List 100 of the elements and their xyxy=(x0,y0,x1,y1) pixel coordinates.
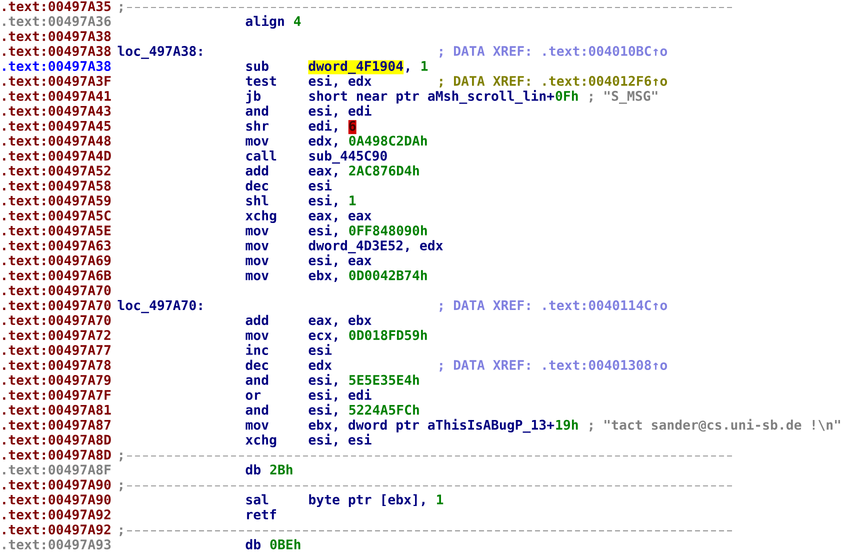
numeric-operand: 2AC876D4h xyxy=(349,165,419,176)
numeric-operand: 0A498C2DAh xyxy=(349,135,427,146)
address: .text:00497A48 xyxy=(3,136,111,146)
operand: esi, xyxy=(308,194,338,208)
instruction-mnemonic: and xyxy=(246,374,268,385)
numeric-operand: 0D018FD59h xyxy=(349,330,427,340)
address: .text:00497A58 xyxy=(3,180,111,191)
comment-marker: ; xyxy=(120,527,122,536)
numeric-operand: 1 xyxy=(350,196,356,206)
instruction-mnemonic: shr xyxy=(246,120,269,131)
address: .text:00497A70 xyxy=(3,285,111,296)
operand: dword_4D3E52, edx xyxy=(308,240,443,254)
instruction-mnemonic: inc xyxy=(246,344,268,355)
address: .text:00497A36 xyxy=(3,16,111,26)
numeric-operand: 5224A5FCh xyxy=(349,404,419,415)
instruction-mnemonic: retf xyxy=(247,509,276,520)
operand: eax, eax xyxy=(308,212,372,222)
address: .text:00497A59 xyxy=(3,196,111,206)
instruction-mnemonic: mov xyxy=(246,228,269,236)
address: .text:00497A90 xyxy=(3,494,111,505)
address: .text:00497A38 xyxy=(3,61,111,72)
instruction-mnemonic: mov xyxy=(246,242,269,250)
numeric-operand: 0Fh xyxy=(556,90,578,101)
xref-comment: ; DATA XREF: .text:00401308↑o xyxy=(440,360,668,372)
address: .text:00497A69 xyxy=(3,255,111,266)
address: .text:00497A38 xyxy=(3,31,111,42)
instruction-mnemonic: mov xyxy=(246,258,269,266)
address: .text:00497A90 xyxy=(3,480,111,490)
address: .text:00497A77 xyxy=(3,345,110,356)
numeric-operand: 4 xyxy=(294,16,301,26)
address: .text:00497A8F xyxy=(3,464,111,475)
instruction-mnemonic: mov xyxy=(246,332,269,340)
numeric-operand: 5E5E35E4h xyxy=(349,374,419,385)
address: .text:00497A5E xyxy=(3,226,111,236)
address: .text:00497A43 xyxy=(3,106,111,116)
instruction-mnemonic: or xyxy=(246,392,261,400)
numeric-operand: 0FF848090h xyxy=(349,225,427,236)
instruction-mnemonic: call xyxy=(246,150,276,161)
numeric-operand: 19h xyxy=(556,420,578,430)
address: .text:00497A6B xyxy=(3,270,111,280)
operand: esi, xyxy=(308,374,338,387)
address: .text:00497A8D xyxy=(3,450,111,460)
instruction-mnemonic: sub xyxy=(246,60,268,71)
numeric-operand: 1 xyxy=(437,494,444,504)
address: .text:00497A92 xyxy=(3,510,110,520)
operand: ecx, xyxy=(308,332,338,342)
code-label: loc_497A38: xyxy=(118,46,202,59)
instruction-mnemonic: and xyxy=(246,106,268,116)
instruction-mnemonic: test xyxy=(246,76,276,86)
address: .text:00497A8D xyxy=(3,434,111,445)
address: .text:00497A63 xyxy=(3,240,111,250)
xref-comment: ; DATA XREF: .text:004010BC↑o xyxy=(440,46,668,58)
instruction-mnemonic: dec xyxy=(246,180,268,191)
address: .text:00497A41 xyxy=(3,90,111,101)
address: .text:00497A7F xyxy=(3,390,111,400)
instruction-mnemonic: align xyxy=(246,15,284,29)
operand: ebx, xyxy=(308,270,338,282)
address: .text:00497A78 xyxy=(3,360,111,370)
comment-marker: ; xyxy=(120,4,122,13)
operand: esi, edi xyxy=(308,388,372,402)
operand: short near ptr aMsh_scroll_lin+ xyxy=(309,90,554,104)
instruction-mnemonic: dec xyxy=(246,360,268,370)
numeric-operand: 1 xyxy=(422,61,428,71)
instruction-mnemonic: jb xyxy=(246,90,261,104)
instruction-mnemonic: mov xyxy=(246,272,269,280)
operand: ebx, dword ptr aThisIsABugP_13+ xyxy=(308,418,554,433)
instruction-mnemonic: sal xyxy=(246,494,268,504)
operand: esi, edi xyxy=(308,104,372,118)
address: .text:00497A72 xyxy=(3,330,110,340)
instruction-mnemonic: xchg xyxy=(246,434,276,448)
address: .text:00497A35 xyxy=(3,1,111,12)
numeric-operand: 2Bh xyxy=(270,464,292,474)
string-comment: ; "tact sander@cs.uni-sb.de !\n" xyxy=(590,418,840,432)
address: .text:00497A38 xyxy=(3,46,111,56)
operand: edx, xyxy=(308,135,338,148)
address: .text:00497A70 xyxy=(3,300,111,310)
operand: edx xyxy=(308,360,332,370)
numeric-operand: 0D0042B74h xyxy=(349,270,427,280)
operand: esi, esi xyxy=(308,434,372,446)
instruction-mnemonic: add xyxy=(246,314,268,326)
operand: sub_445C90 xyxy=(309,150,387,164)
operand: esi xyxy=(308,180,332,191)
operand: esi, xyxy=(308,404,338,416)
operand: esi xyxy=(308,344,332,355)
xref-comment: ; DATA XREF: .text:0040114C↑o xyxy=(440,300,668,312)
address: .text:00497A52 xyxy=(3,166,110,176)
instruction-mnemonic: db xyxy=(246,464,261,475)
address: .text:00497A3F xyxy=(3,76,111,86)
address: .text:00497A79 xyxy=(3,374,111,385)
instruction-mnemonic: mov xyxy=(246,422,269,430)
operand: esi, xyxy=(308,224,338,238)
address: .text:00497A70 xyxy=(3,315,111,326)
instruction-mnemonic: db xyxy=(246,539,261,550)
highlighted-operand: dword_4F1904 xyxy=(308,60,404,74)
instruction-mnemonic: xchg xyxy=(246,210,276,224)
operand: byte ptr [ebx], xyxy=(309,494,424,508)
address: .text:00497A92 xyxy=(3,524,110,535)
operand: esi, eax xyxy=(308,254,372,267)
address: .text:00497A93 xyxy=(3,539,111,550)
address: .text:00497A81 xyxy=(3,404,111,415)
